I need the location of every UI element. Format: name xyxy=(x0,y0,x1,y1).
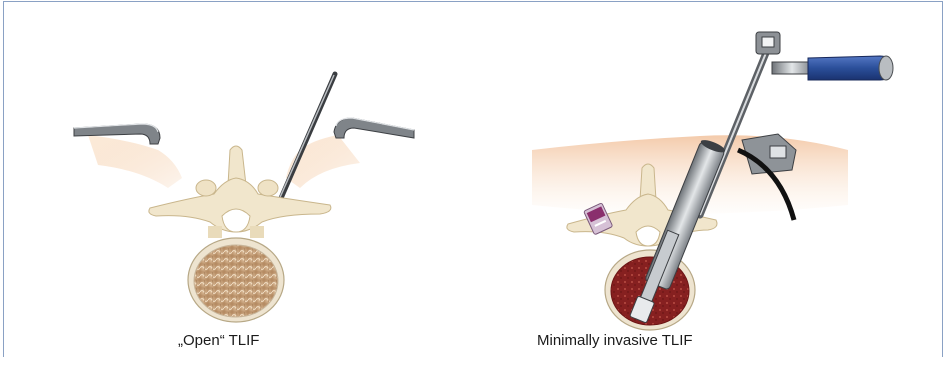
open-tlif-caption: „Open“ TLIF xyxy=(178,332,259,349)
skin-flap-left xyxy=(88,135,182,188)
mis-tlif-illustration xyxy=(532,32,893,330)
retractor-icon-right xyxy=(334,118,414,138)
mis-tlif-caption: Minimally invasive TLIF xyxy=(537,332,693,349)
open-tlif-illustration xyxy=(74,74,414,322)
handle-icon xyxy=(808,56,893,80)
